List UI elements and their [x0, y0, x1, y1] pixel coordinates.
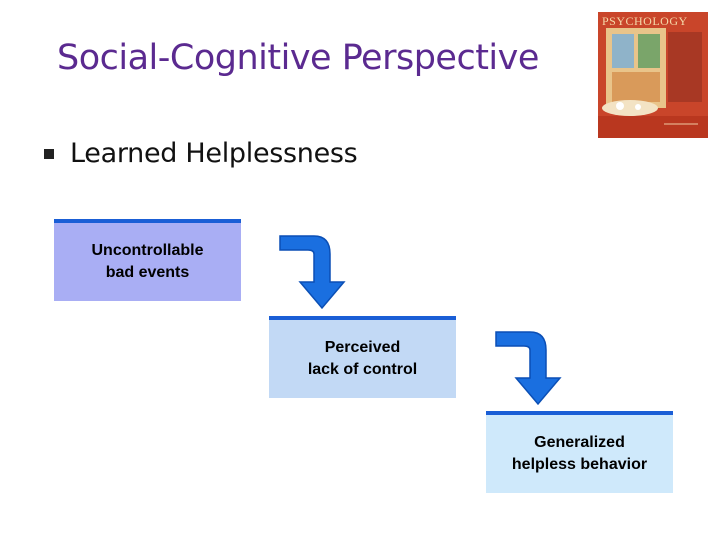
slide-title: Social-Cognitive Perspective — [57, 38, 539, 78]
step-label: Uncontrollable bad events — [91, 240, 203, 284]
book-cover-painting — [598, 12, 708, 138]
step-label: Generalized helpless behavior — [512, 432, 647, 476]
curved-arrow-down-icon — [494, 328, 566, 408]
book-cover-image: PSYCHOLOGY — [598, 12, 708, 138]
square-bullet-icon — [44, 149, 54, 159]
curved-arrow-down-icon — [278, 232, 350, 312]
step-generalized-helpless-behavior: Generalized helpless behavior — [486, 411, 673, 493]
step-uncontrollable-bad-events: Uncontrollable bad events — [54, 219, 241, 301]
book-cover-title: PSYCHOLOGY — [602, 14, 688, 29]
bullet-item: Learned Helplessness — [44, 138, 357, 169]
step-perceived-lack-of-control: Perceived lack of control — [269, 316, 456, 398]
bullet-text: Learned Helplessness — [70, 138, 357, 169]
step-label: Perceived lack of control — [308, 337, 417, 381]
